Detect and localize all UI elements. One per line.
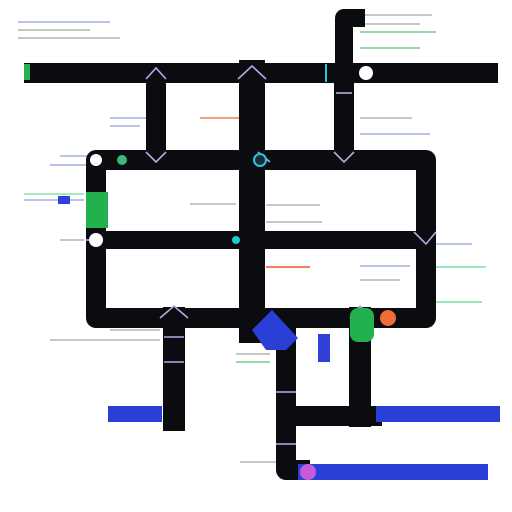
station-green-1 — [115, 153, 129, 167]
station-orange — [380, 310, 396, 326]
station-white-1 — [90, 154, 102, 166]
station-marker-green — [24, 64, 30, 80]
station-cyan-1 — [253, 153, 267, 167]
stations — [24, 64, 396, 480]
station-white-3 — [359, 66, 373, 80]
station-magenta — [300, 464, 316, 480]
tracks — [24, 9, 498, 480]
station-green-block — [86, 192, 108, 228]
text-scribbles — [18, 14, 486, 463]
station-cyan-2 — [232, 236, 240, 244]
station-blue-small — [58, 196, 70, 204]
connector-chevrons — [86, 64, 437, 445]
blue-routes — [108, 310, 500, 480]
station-white-2 — [89, 233, 103, 247]
station-green-2 — [350, 308, 374, 342]
